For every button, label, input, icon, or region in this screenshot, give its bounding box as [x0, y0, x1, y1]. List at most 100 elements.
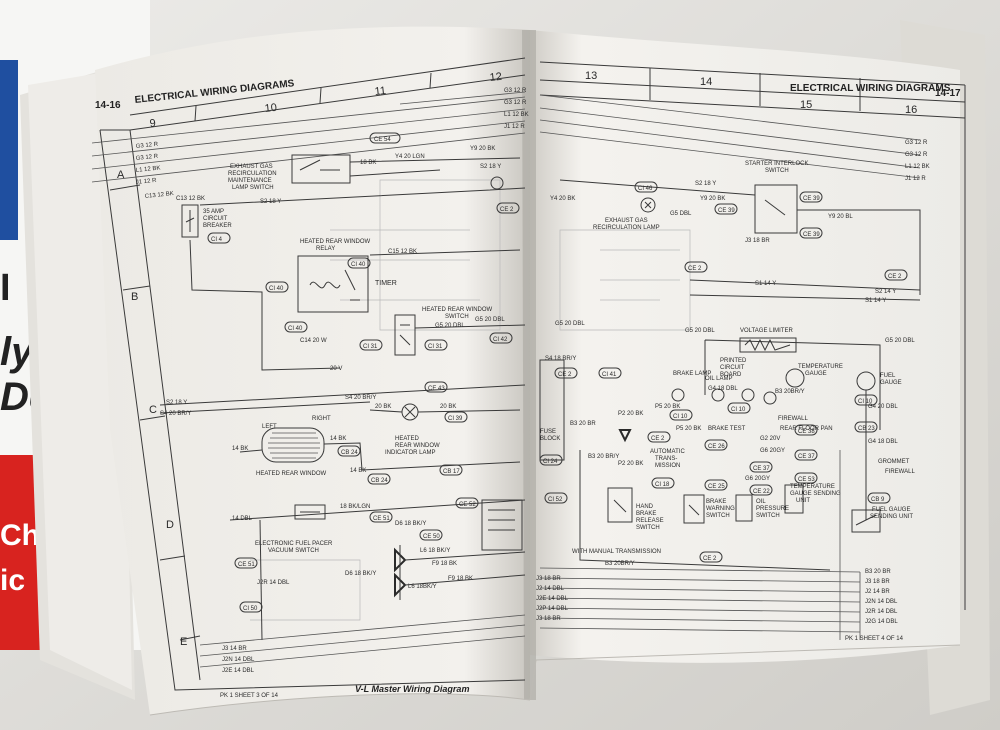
connector-label: CE 25: [708, 484, 725, 490]
breaker-label-3: BREAKER: [203, 223, 232, 229]
wire-label: B3 20BR/Y: [605, 561, 635, 567]
connector-ce52: [455, 497, 479, 509]
auto-trans-label: AUTOMATIC: [650, 449, 685, 455]
wire-label: G5 20 DBL: [475, 317, 505, 323]
connector-label: CE 2: [688, 266, 702, 272]
wire-label: 18 BK/LGN: [340, 504, 370, 510]
fuse-block-label: FUSE: [540, 429, 556, 435]
grommet-label: FIREWALL: [778, 416, 808, 422]
wire-label: 18 BK: [360, 160, 376, 166]
connector-ci42: [489, 332, 513, 344]
connector-ce54: [369, 132, 401, 144]
temp-sending-label-3: UNIT: [796, 498, 810, 504]
wire-label: S2 18 Y: [166, 400, 187, 406]
left-wire-label: L1 12 BK: [136, 165, 161, 174]
cover-blue-strip: [0, 60, 18, 240]
bottom-label: J3 18 BR: [536, 616, 561, 622]
bottom-right-label: J2G 14 DBL: [865, 619, 898, 625]
hand-brake-label-3: RELEASE: [636, 518, 664, 524]
bottom-right-label: J3 18 BR: [865, 579, 890, 585]
connector-ce2-r5: [699, 551, 723, 563]
wire-label: G6 20GY: [760, 448, 785, 454]
connector-ce51: [369, 511, 393, 523]
relay-label-2: RELAY: [316, 246, 335, 252]
rear-floor-pan-label: GROMMET: [878, 459, 910, 465]
right-wire-label: J1 12 R: [905, 176, 926, 182]
wire-label: S4 18 BR/Y: [545, 356, 576, 362]
left-sheet-note: PK 1 SHEET 3 OF 14: [220, 693, 279, 699]
wire-label: Y9 20 BK: [470, 146, 495, 152]
connector-label: CE 51: [238, 562, 255, 568]
cover-fragment-1: I: [0, 267, 11, 309]
wire-label: G5 DBL: [670, 211, 692, 217]
connector-ce53: [794, 472, 818, 484]
connector-label: CI 31: [428, 344, 443, 350]
connector-label: CI 18: [655, 482, 670, 488]
fuse-block: [539, 359, 565, 461]
wire-label: J2R 14 DBL: [257, 580, 290, 586]
auto-trans-label-2: TRANS-: [655, 456, 677, 462]
connector-ce37: [749, 461, 773, 473]
wire-label: G4 18 DBL: [708, 386, 738, 392]
wire-label: Y4 20 BK: [550, 196, 575, 202]
connector-label: CE 22: [753, 489, 770, 495]
oil-lamp-3: [763, 391, 777, 405]
cover-fragments: I ly Dc Ch ic: [0, 267, 51, 597]
wire-label: S1 14 Y: [755, 281, 776, 287]
egr-lamp: [640, 197, 656, 213]
egr-switch-label: EXHAUST GAS: [230, 164, 273, 170]
connector-label: CI 31: [363, 344, 378, 350]
connector-label: CI 50: [243, 606, 258, 612]
right-col-14: 14: [700, 76, 712, 88]
connector-ce2-r4: [647, 431, 671, 443]
wire-label: G5 20 DBL: [885, 338, 915, 344]
left-row-d: D: [166, 519, 174, 531]
left-label: LEFT: [262, 424, 277, 430]
wire-label: 20 V: [330, 366, 342, 372]
connector-label: CE 2: [500, 207, 514, 213]
connector-ce2-r1: [684, 261, 708, 273]
left-row-b: B: [131, 291, 138, 303]
pcb-label-2: CIRCUIT: [720, 365, 745, 371]
connector-label: CE 51: [373, 516, 390, 522]
relay-label: HEATED REAR WINDOW: [300, 239, 371, 245]
fuel-sending-label-2: SENDING UNIT: [870, 514, 913, 520]
starter-switch-label-2: SWITCH: [765, 168, 789, 174]
connector-ci40-c: [284, 321, 308, 333]
fuel-pacer-switch: [294, 504, 326, 520]
left-col-9: 9: [149, 117, 156, 130]
hrw-lamp-label-3: INDICATOR LAMP: [385, 450, 435, 456]
connector-label: CE 54: [374, 137, 391, 143]
left-col-11: 11: [374, 85, 387, 98]
fuel-gauge-label-2: GAUGE: [880, 380, 902, 386]
hrw-lamp-label: HEATED: [395, 436, 420, 442]
connector-ci41: [598, 367, 622, 379]
wire-label: S1 14 Y: [865, 298, 886, 304]
hrw-label: HEATED REAR WINDOW: [256, 471, 327, 477]
left-page-number: 14-16: [95, 100, 121, 111]
connector-label: CI 40: [351, 262, 366, 268]
temp-gauge-label-2: GAUGE: [805, 371, 827, 377]
wire-label: 14 DBL: [232, 516, 253, 522]
right-col-13: 13: [585, 70, 597, 82]
hrw-switch-label: HEATED REAR WINDOW: [422, 307, 493, 313]
cover-fragment-5: ic: [0, 564, 25, 597]
wire-label: L6 18 BK/Y: [420, 548, 450, 554]
wire-label: S2 18 Y: [480, 164, 501, 170]
oil-pressure-label: OIL: [756, 499, 766, 505]
wire-label: L6 18BK/Y: [408, 584, 437, 590]
connector-label: CI 10: [731, 407, 746, 413]
hand-brake-label-2: BRAKE: [636, 511, 656, 517]
oil-lamp-label: OIL LAMP: [705, 376, 732, 382]
breaker-label-2: CIRCUIT: [203, 216, 228, 222]
right-page-header: ELECTRICAL WIRING DIAGRAMS: [790, 83, 951, 94]
connector-label: CI 40: [269, 286, 284, 292]
connector-ci4: [207, 232, 231, 244]
connector-ci18: [651, 477, 675, 489]
voltage-limiter-label: VOLTAGE LIMITER: [740, 328, 793, 334]
connector-label: CI 42: [493, 337, 508, 343]
bottom-wire-label: J3 14 BR: [222, 646, 247, 652]
connector-label: CB 17: [443, 469, 460, 475]
right-col-16: 16: [905, 104, 917, 116]
breaker-label: 35 AMP: [203, 209, 224, 215]
